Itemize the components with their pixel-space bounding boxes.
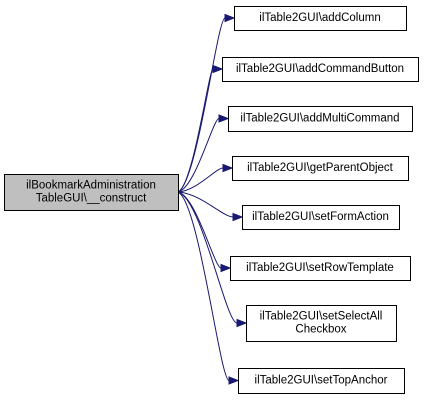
node-iltable2gui-settopanchor[interactable]: ilTable2GUI\setTopAnchor bbox=[238, 368, 405, 394]
edge-to-iltable2gui-setselectallcheckbox-line bbox=[177, 191, 238, 324]
node-iltable2gui-addcolumn-box bbox=[234, 6, 407, 31]
edge-to-iltable2gui-setformaction-arrowhead bbox=[232, 212, 244, 222]
edges bbox=[177, 13, 248, 385]
edge-to-iltable2gui-addmulticommand-line bbox=[177, 118, 220, 193]
node-iltable2gui-setrowtemplate-box bbox=[230, 256, 411, 281]
edge-to-iltable2gui-setselectallcheckbox-arrowhead bbox=[236, 318, 248, 328]
edge-to-iltable2gui-settopanchor bbox=[177, 191, 240, 385]
node-iltable2gui-setselectallcheckbox-box bbox=[246, 305, 397, 342]
edge-to-iltable2gui-setformaction-line bbox=[177, 191, 234, 218]
edge-to-iltable2gui-setrowtemplate-arrowhead bbox=[220, 263, 232, 273]
node-iltable2gui-addmulticommand-label-line-1: ilTable2GUI\addMultiCommand bbox=[240, 113, 399, 125]
node-iltable2gui-addcommandbutton-label-line-1: ilTable2GUI\addCommandButton bbox=[236, 63, 404, 75]
node-iltable2gui-getparentobject[interactable]: ilTable2GUI\getParentObject bbox=[232, 156, 409, 181]
node-iltable2gui-addcolumn[interactable]: ilTable2GUI\addColumn bbox=[234, 6, 407, 31]
edge-to-iltable2gui-addcommandbutton-line bbox=[177, 68, 214, 193]
edge-to-iltable2gui-setselectallcheckbox bbox=[177, 191, 248, 328]
edge-to-iltable2gui-settopanchor-arrowhead bbox=[228, 376, 240, 385]
node-iltable2gui-addmulticommand-box bbox=[228, 106, 413, 132]
node-iltable2gui-getparentobject-label-line-1: ilTable2GUI\getParentObject bbox=[247, 162, 394, 174]
edge-to-iltable2gui-addmulticommand-arrowhead bbox=[218, 114, 230, 123]
node-iltable2gui-addcommandbutton-box bbox=[222, 57, 419, 82]
edge-to-iltable2gui-addcommandbutton bbox=[177, 64, 224, 193]
edge-to-iltable2gui-getparentobject bbox=[177, 163, 234, 193]
node-iltable2gui-setformaction-label-line-1: ilTable2GUI\setFormAction bbox=[252, 211, 389, 223]
edge-to-iltable2gui-addcolumn-arrowhead bbox=[224, 13, 236, 23]
edge-to-iltable2gui-addcommandbutton-arrowhead bbox=[212, 64, 224, 74]
node-iltable2gui-addcommandbutton[interactable]: ilTable2GUI\addCommandButton bbox=[222, 57, 419, 82]
node-iltable2gui-settopanchor-label-line-1: ilTable2GUI\setTopAnchor bbox=[255, 375, 388, 387]
node-iltable2gui-addmulticommand[interactable]: ilTable2GUI\addMultiCommand bbox=[228, 106, 413, 132]
edge-to-iltable2gui-setrowtemplate-line bbox=[177, 191, 222, 269]
source-node-construct-label-line-2: TableGUI\__construct bbox=[36, 193, 147, 205]
node-iltable2gui-setrowtemplate[interactable]: ilTable2GUI\setRowTemplate bbox=[230, 256, 411, 281]
source-node-construct[interactable]: ilBookmarkAdministrationTableGUI\__const… bbox=[4, 174, 179, 211]
edge-to-iltable2gui-setformaction bbox=[177, 191, 244, 222]
source-node-construct-box bbox=[4, 174, 179, 211]
source-node-construct-label-line-1: ilBookmarkAdministration bbox=[26, 180, 156, 192]
edge-to-iltable2gui-addmulticommand bbox=[177, 114, 230, 193]
node-iltable2gui-settopanchor-box bbox=[238, 368, 405, 394]
edge-to-iltable2gui-getparentobject-arrowhead bbox=[222, 163, 234, 173]
node-iltable2gui-setformaction[interactable]: ilTable2GUI\setFormAction bbox=[242, 205, 400, 230]
node-iltable2gui-setselectallcheckbox-label-line-1: ilTable2GUI\setSelectAll bbox=[260, 311, 383, 323]
edge-to-iltable2gui-getparentobject-line bbox=[177, 167, 224, 193]
edge-to-iltable2gui-settopanchor-line bbox=[177, 191, 230, 381]
node-iltable2gui-getparentobject-box bbox=[232, 156, 409, 181]
node-iltable2gui-addcolumn-label-line-1: ilTable2GUI\addColumn bbox=[259, 12, 380, 24]
nodes: ilBookmarkAdministrationTableGUI\__const… bbox=[4, 6, 419, 394]
edge-to-iltable2gui-addcolumn-line bbox=[177, 17, 226, 193]
node-iltable2gui-setselectallcheckbox-label-line-2: Checkbox bbox=[295, 324, 346, 336]
node-iltable2gui-setrowtemplate-label-line-1: ilTable2GUI\setRowTemplate bbox=[246, 262, 394, 274]
node-iltable2gui-setformaction-box bbox=[242, 205, 400, 230]
